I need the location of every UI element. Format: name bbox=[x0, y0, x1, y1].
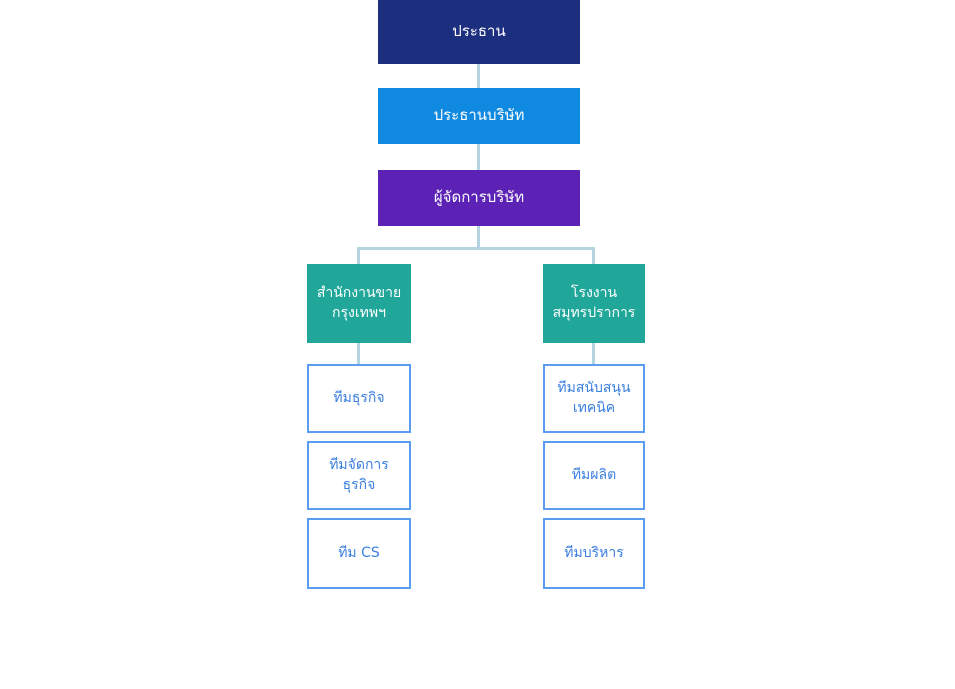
connector-bangkok-sales-to-business-team bbox=[357, 343, 360, 364]
node-bangkok-sales-office[interactable]: สำนักงานขาย กรุงเทพฯ bbox=[307, 264, 411, 343]
node-samut-prakan-factory[interactable]: โรงงาน สมุทรปราการ bbox=[543, 264, 645, 343]
connector-company-chair-to-company-manager bbox=[477, 144, 480, 170]
connector-president-to-company-chair bbox=[477, 64, 480, 88]
node-business-team[interactable]: ทีมธุรกิจ bbox=[307, 364, 411, 433]
node-president[interactable]: ประธาน bbox=[378, 0, 580, 64]
node-cs-team[interactable]: ทีม CS bbox=[307, 518, 411, 589]
node-business-management-team[interactable]: ทีมจัดการ ธุรกิจ bbox=[307, 441, 411, 510]
node-production-team[interactable]: ทีมผลิต bbox=[543, 441, 645, 510]
node-admin-team[interactable]: ทีมบริหาร bbox=[543, 518, 645, 589]
node-company-chair[interactable]: ประธานบริษัท bbox=[378, 88, 580, 144]
node-company-manager[interactable]: ผู้จัดการบริษัท bbox=[378, 170, 580, 226]
node-technical-support-team[interactable]: ทีมสนับสนุน เทคนิค bbox=[543, 364, 645, 433]
connector-company-manager-drop bbox=[477, 226, 480, 250]
connector-drop-to-samut-factory bbox=[592, 247, 595, 264]
connector-horizontal-split-bar bbox=[357, 247, 595, 250]
connector-drop-to-bangkok-sales bbox=[357, 247, 360, 264]
connector-samut-factory-to-tech-support bbox=[592, 343, 595, 364]
